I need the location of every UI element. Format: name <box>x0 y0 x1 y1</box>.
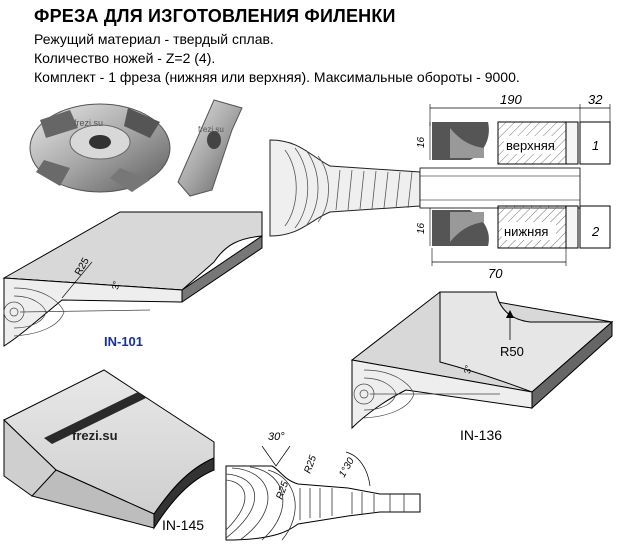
profile-in145: frezi.su IN-145 <box>3 369 215 533</box>
in136-angle: 3° <box>462 364 473 375</box>
dim-width: 70 <box>488 266 503 281</box>
page-title: ФРЕЗА ДЛЯ ИЗГОТОВЛЕНИЯ ФИЛЕНКИ <box>34 6 396 26</box>
dim-right: 32 <box>588 92 603 107</box>
cutter-photo: frezi.su <box>29 103 171 193</box>
section-radius-top: R25 <box>302 454 319 475</box>
spec-knives: Количество ножей - Z=2 (4). <box>34 50 216 66</box>
in136-code: IN-136 <box>460 427 502 443</box>
label-lower: нижняя <box>504 224 548 239</box>
dim-height-top: 16 <box>416 136 427 148</box>
index-lower: 2 <box>591 224 600 239</box>
photo-watermark: frezi.su <box>74 118 103 128</box>
section-drawing: 30° R25 R25 1°30 <box>225 431 421 541</box>
label-upper: верхняя <box>506 138 555 153</box>
section-angle-right: 1°30 <box>337 456 357 480</box>
in101-angle: 3° <box>110 280 121 291</box>
in145-watermark: frezi.su <box>72 428 118 443</box>
in136-radius: R50 <box>500 344 524 359</box>
spec-kit: Комплект - 1 фреза (нижняя или верхняя).… <box>34 69 520 85</box>
in145-code: IN-145 <box>162 517 204 533</box>
board-section <box>269 139 421 237</box>
profile-in101: R25 3° IN-101 <box>2 211 263 349</box>
cutter-drawing: 190 32 верхняя 1 16 нижняя 2 16 70 <box>416 92 611 281</box>
knife-watermark: frezi.su <box>198 125 224 134</box>
knife-photo: frezi.su <box>177 99 243 197</box>
spec-material: Режущий материал - твердый сплав. <box>34 31 274 47</box>
index-upper: 1 <box>592 138 599 153</box>
dim-total: 190 <box>500 92 522 107</box>
section-angle-top: 30° <box>268 431 285 443</box>
profile-in136: R50 3° IN-136 <box>350 291 614 443</box>
in101-code: IN-101 <box>104 334 143 349</box>
dim-height-bottom: 16 <box>416 222 427 234</box>
